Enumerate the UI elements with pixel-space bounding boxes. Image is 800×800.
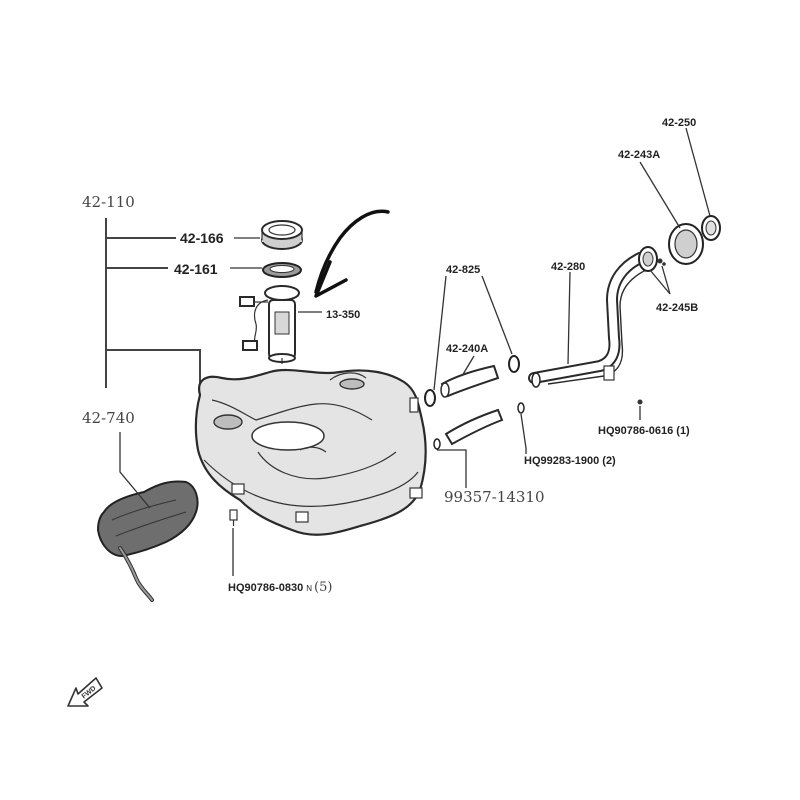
hand-drawn-arrow-icon	[314, 209, 390, 298]
label-lower-bolt-code: HQ90786-0830	[228, 582, 303, 594]
label-lower-bolt-qty: (5)	[314, 580, 332, 595]
lower-bolt-part	[229, 509, 238, 526]
label-filler-bolt: HQ90786-0616 (1)	[598, 425, 690, 437]
label-clamp-part: HQ99283-1900 (2)	[524, 455, 616, 467]
assembly-bracket	[105, 218, 201, 392]
leader-lines	[119, 127, 711, 576]
hose-upper-part	[440, 364, 500, 398]
label-filler-neck: 42-243A	[618, 149, 660, 161]
label-fuel-pump: 13-350	[326, 309, 360, 321]
fwd-arrow-icon: FWD	[67, 677, 103, 707]
label-heat-shield: 42-740	[82, 409, 135, 427]
label-clamp-code: 99357-14310	[444, 488, 545, 506]
filler-cap-part	[701, 215, 721, 241]
label-lock-ring: 42-166	[180, 230, 224, 246]
fuel-tank-part	[194, 368, 427, 536]
fuel-pump-part	[239, 285, 300, 364]
filler-bolt-part	[637, 399, 643, 405]
label-hose: 42-240A	[446, 343, 488, 355]
hose-clamp-part	[424, 355, 525, 450]
label-lower-bolt-n: N	[306, 584, 312, 593]
label-assembly: 42-110	[82, 193, 135, 211]
label-filler-cap: 42-250	[662, 117, 696, 129]
filler-pipe-part	[528, 252, 647, 388]
label-filler-pipe: 42-280	[551, 261, 585, 273]
heat-shield-part	[96, 480, 199, 602]
gasket-part	[262, 262, 302, 278]
hose-lower-part	[444, 408, 504, 446]
lock-ring-part	[261, 220, 303, 250]
label-clip: 42-825	[446, 264, 480, 276]
label-gasket: 42-161	[174, 261, 218, 277]
label-filler-seal: 42-245B	[656, 302, 698, 314]
filler-neck-part	[638, 246, 658, 272]
filler-seal-part	[657, 258, 666, 266]
filler-ring-part	[668, 223, 704, 265]
